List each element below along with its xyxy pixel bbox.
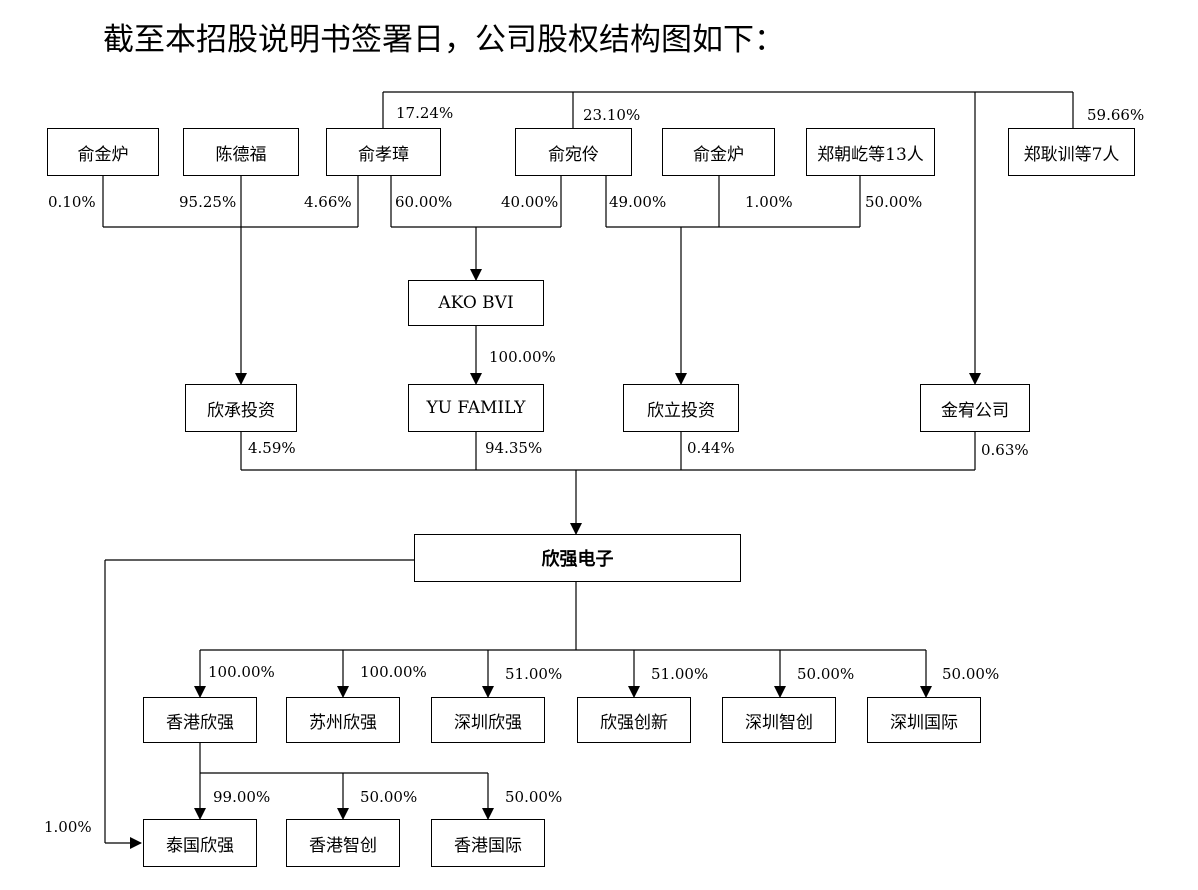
ownership-percent: 0.10% [48,193,96,211]
box-label: 俞金炉 [77,144,129,165]
ownership-percent: 50.00% [942,665,1000,683]
subsidiary-box-hk-xinqiang: 香港欣强 [143,697,257,743]
box-label: 泰国欣强 [166,835,234,856]
box-label: 金宥公司 [941,400,1009,421]
ownership-percent: 50.00% [797,665,855,683]
ownership-percent: 60.00% [395,193,453,211]
ownership-percent: 51.00% [651,665,709,683]
ownership-percent: 100.00% [360,663,427,681]
shareholder-box-yu-wanling: 俞宛伶 [515,128,632,176]
shareholder-box-chen-defu: 陈德福 [183,128,299,176]
subsidiary-box-shenzhen-xinqiang: 深圳欣强 [431,697,545,743]
ownership-percent: 0.44% [687,439,735,457]
ownership-percent: 50.00% [865,193,923,211]
entity-box-xincheng: 欣承投资 [185,384,297,432]
ownership-percent: 4.66% [304,193,352,211]
ownership-percent: 59.66% [1087,106,1145,124]
ownership-percent: 94.35% [485,439,543,457]
box-label: 郑耿训等7人 [1023,144,1120,165]
box-label: 香港国际 [454,835,522,856]
shareholder-box-yu-jinlu: 俞金炉 [47,128,159,176]
box-label: 俞孝璋 [358,144,409,165]
box-label: AKO BVI [438,293,514,313]
ownership-percent: 100.00% [489,348,556,366]
entity-box-xinli: 欣立投资 [623,384,739,432]
subsidiary-box-hk-guoji: 香港国际 [431,819,545,867]
entity-box-yu-family: YU FAMILY [408,384,544,432]
subsidiary-box-thai-xinqiang: 泰国欣强 [143,819,257,867]
ownership-percent: 50.00% [505,788,563,806]
ownership-percent: 0.63% [981,441,1029,459]
ownership-percent: 1.00% [745,193,793,211]
ownership-percent: 40.00% [501,193,559,211]
entity-box-xinqiang-electronics: 欣强电子 [414,534,741,582]
shareholder-box-yu-jinlu-2: 俞金炉 [662,128,775,176]
box-label: 俞宛伶 [548,144,599,165]
subsidiary-box-suzhou-xinqiang: 苏州欣强 [286,697,400,743]
box-label: 欣强创新 [600,712,668,733]
subsidiary-box-hk-zhichuang: 香港智创 [286,819,400,867]
entity-box-jinyou: 金宥公司 [920,384,1030,432]
box-label: 欣立投资 [647,400,715,421]
shareholder-box-zheng-group: 郑朝屹等13人 [806,128,935,176]
ownership-percent: 1.00% [44,818,92,836]
box-label: 深圳欣强 [454,712,522,733]
ownership-percent: 49.00% [609,193,667,211]
entity-box-ako-bvi: AKO BVI [408,280,544,326]
ownership-percent: 23.10% [583,106,641,124]
subsidiary-box-shenzhen-zhichuang: 深圳智创 [722,697,836,743]
ownership-percent: 50.00% [360,788,418,806]
box-label: 深圳国际 [890,712,958,733]
box-label: 深圳智创 [745,712,813,733]
ownership-percent: 95.25% [179,193,237,211]
box-label: 香港欣强 [166,712,234,733]
box-label: 俞金炉 [693,144,744,165]
box-label: YU FAMILY [426,398,526,418]
ownership-percent: 100.00% [208,663,275,681]
shareholder-box-yu-xiaozhang: 俞孝璋 [326,128,441,176]
box-label: 香港智创 [309,835,377,856]
shareholder-box-zheng-gengxun: 郑耿训等7人 [1008,128,1135,176]
box-label: 陈德福 [215,144,267,165]
ownership-percent: 99.00% [213,788,271,806]
ownership-percent: 17.24% [396,104,454,122]
ownership-percent: 51.00% [505,665,563,683]
ownership-percent: 4.59% [248,439,296,457]
box-label: 欣承投资 [207,400,275,421]
box-label: 郑朝屹等13人 [817,144,924,165]
box-label: 苏州欣强 [309,712,377,733]
subsidiary-box-shenzhen-guoji: 深圳国际 [867,697,981,743]
subsidiary-box-xinqiang-chuangxin: 欣强创新 [577,697,691,743]
box-label: 欣强电子 [541,549,614,570]
page-title: 截至本招股说明书签署日，公司股权结构图如下： [103,22,785,58]
